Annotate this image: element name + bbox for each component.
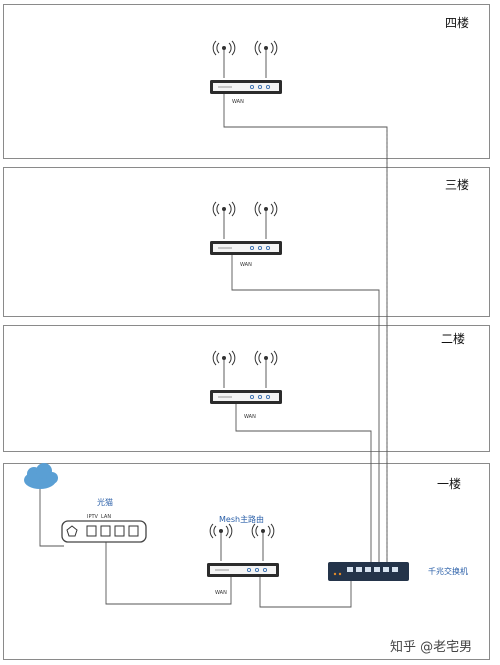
floor-2-panel xyxy=(3,325,490,452)
floor-1-panel xyxy=(3,463,490,660)
internet-cloud-icon xyxy=(24,463,58,489)
optical-modem xyxy=(61,520,147,543)
cable-cloud-modem xyxy=(39,488,64,547)
router-floor-2 xyxy=(209,350,283,405)
iptv-port-label: IPTV xyxy=(87,514,98,520)
mesh-main-label: Mesh主路由 xyxy=(219,515,265,524)
floor-4-label: 四楼 xyxy=(445,16,470,30)
gigabit-switch xyxy=(328,562,409,581)
router-floor-4 xyxy=(209,40,283,95)
wan-label-mesh: WAN xyxy=(215,590,227,596)
cable-mesh-switch xyxy=(259,577,352,608)
cable-floor-4 xyxy=(223,94,388,565)
switch-label: 千兆交换机 xyxy=(428,567,468,576)
wan-label-floor-3: WAN xyxy=(240,262,252,268)
floor-3-label: 三楼 xyxy=(445,178,470,192)
router-floor-3 xyxy=(209,201,283,256)
floor-1-label: 一楼 xyxy=(437,477,462,491)
watermark: 知乎 @老宅男 xyxy=(390,640,473,655)
wan-label-floor-2: WAN xyxy=(244,414,256,420)
wan-label-floor-4: WAN xyxy=(232,99,244,105)
router-mesh-main xyxy=(206,523,280,578)
cable-floor-3 xyxy=(231,255,380,565)
lan-port-label: LAN xyxy=(101,514,112,520)
floor-2-label: 二楼 xyxy=(441,332,466,346)
modem-label: 光猫 xyxy=(97,498,113,507)
cable-modem-mesh xyxy=(105,540,232,605)
cable-floor-2 xyxy=(235,404,372,565)
